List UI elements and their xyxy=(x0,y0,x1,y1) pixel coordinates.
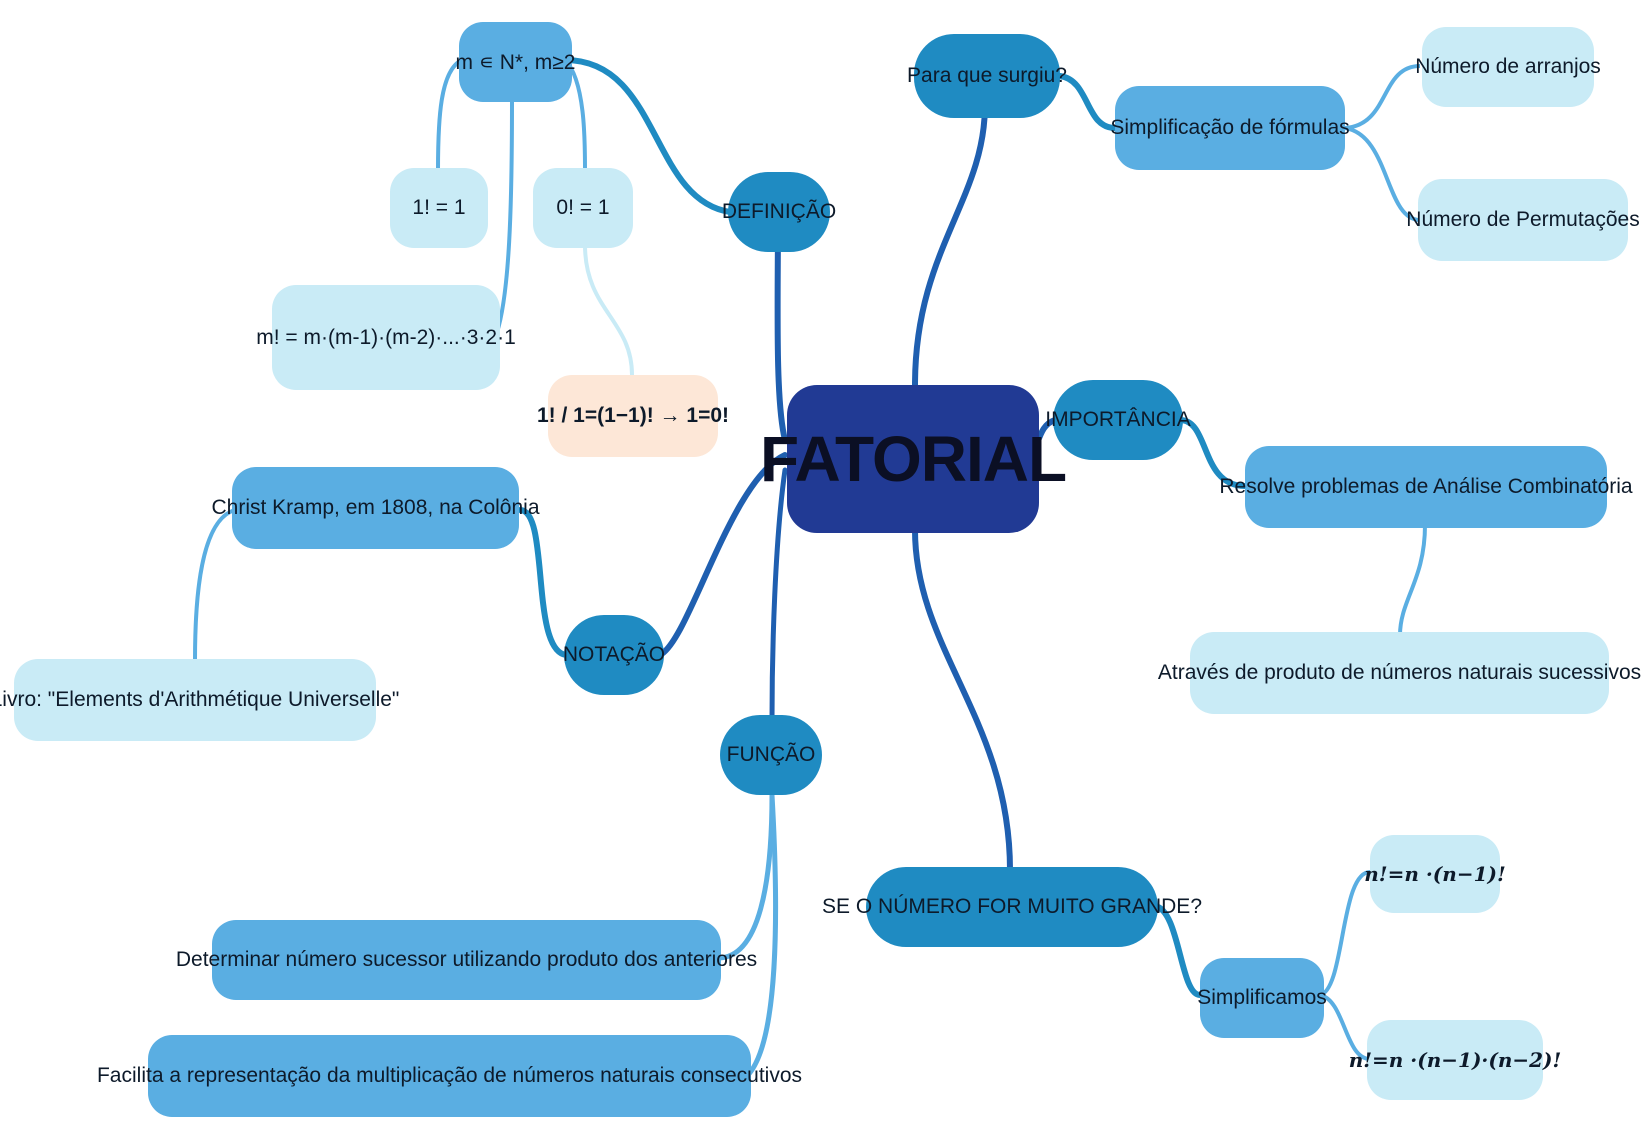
permutacoes-node[interactable]: Número de Permutações xyxy=(1406,179,1640,261)
link-root-notacao xyxy=(657,452,788,658)
link-zero-proof xyxy=(583,244,634,376)
simplificamos-node[interactable]: Simplificamos xyxy=(1197,958,1327,1038)
link-funcao-item2 xyxy=(746,794,779,1077)
resolve-node[interactable]: Resolve problemas de Análise Combinatóri… xyxy=(1219,446,1633,528)
link-resolve-produto xyxy=(1398,524,1427,636)
funcao-item2-node[interactable]: Facilita a representação da multiplicaçã… xyxy=(97,1035,802,1117)
author-node[interactable]: Christ Kramp, em 1808, na Colônia xyxy=(212,467,540,549)
one-factorial-node[interactable]: 1! = 1 xyxy=(390,168,488,248)
link-domain-formula xyxy=(493,99,514,339)
link-simplificacao-permutacoes xyxy=(1344,126,1421,222)
link-importancia-resolve xyxy=(1177,417,1248,489)
notacao-node[interactable]: NOTAÇÃO xyxy=(563,615,665,695)
zero-factorial-node[interactable]: 0! = 1 xyxy=(533,168,633,248)
link-definicao-domain xyxy=(562,57,733,215)
link-root-funcao xyxy=(769,467,788,723)
formula2-node[interactable]: n!=n ·(n−1)·(n−2)! xyxy=(1349,1020,1561,1100)
link-domain-one xyxy=(436,58,464,171)
link-surgiu-simplificacao xyxy=(1057,73,1118,131)
link-author-book xyxy=(193,508,236,661)
produto-node[interactable]: Através de produto de números naturais s… xyxy=(1158,632,1641,714)
link-simplificamos-f2 xyxy=(1319,993,1371,1061)
funcao-item1-node[interactable]: Determinar número sucessor utilizando pr… xyxy=(176,920,757,1000)
link-notacao-author xyxy=(517,507,569,658)
domain-node[interactable]: m ∊ N*, m≥2 xyxy=(456,22,575,102)
funcao-node[interactable]: FUNÇÃO xyxy=(720,715,822,795)
grande-node[interactable]: SE O NÚMERO FOR MUITO GRANDE? xyxy=(822,867,1202,947)
center-node[interactable]: FATORIAL xyxy=(760,385,1067,533)
definicao-node[interactable]: DEFINIÇÃO xyxy=(722,172,836,252)
simplificacao-node[interactable]: Simplificação de fórmulas xyxy=(1110,86,1350,170)
link-funcao-item1 xyxy=(717,794,775,961)
formula-node[interactable]: m! = m·(m-1)·(m-2)·...·3·2·1 xyxy=(256,285,516,390)
proof-node[interactable]: 1! / 1=(1−1)! → 1=0! xyxy=(537,375,729,457)
surgiu-node[interactable]: Para que surgiu? xyxy=(907,34,1067,118)
link-simplificacao-arranjos xyxy=(1344,64,1421,130)
importancia-node[interactable]: IMPORTÂNCIA xyxy=(1045,380,1191,460)
link-simplificamos-f1 xyxy=(1319,870,1371,997)
link-root-grande xyxy=(912,527,1013,873)
formula1-node[interactable]: n!=n ·(n−1)! xyxy=(1364,835,1506,913)
arranjos-node[interactable]: Número de arranjos xyxy=(1415,27,1601,107)
link-root-surgiu xyxy=(912,102,988,388)
link-grande-simplificamos xyxy=(1152,903,1203,998)
book-node[interactable]: Livro: "Elements d'Arithmétique Universe… xyxy=(0,659,399,741)
